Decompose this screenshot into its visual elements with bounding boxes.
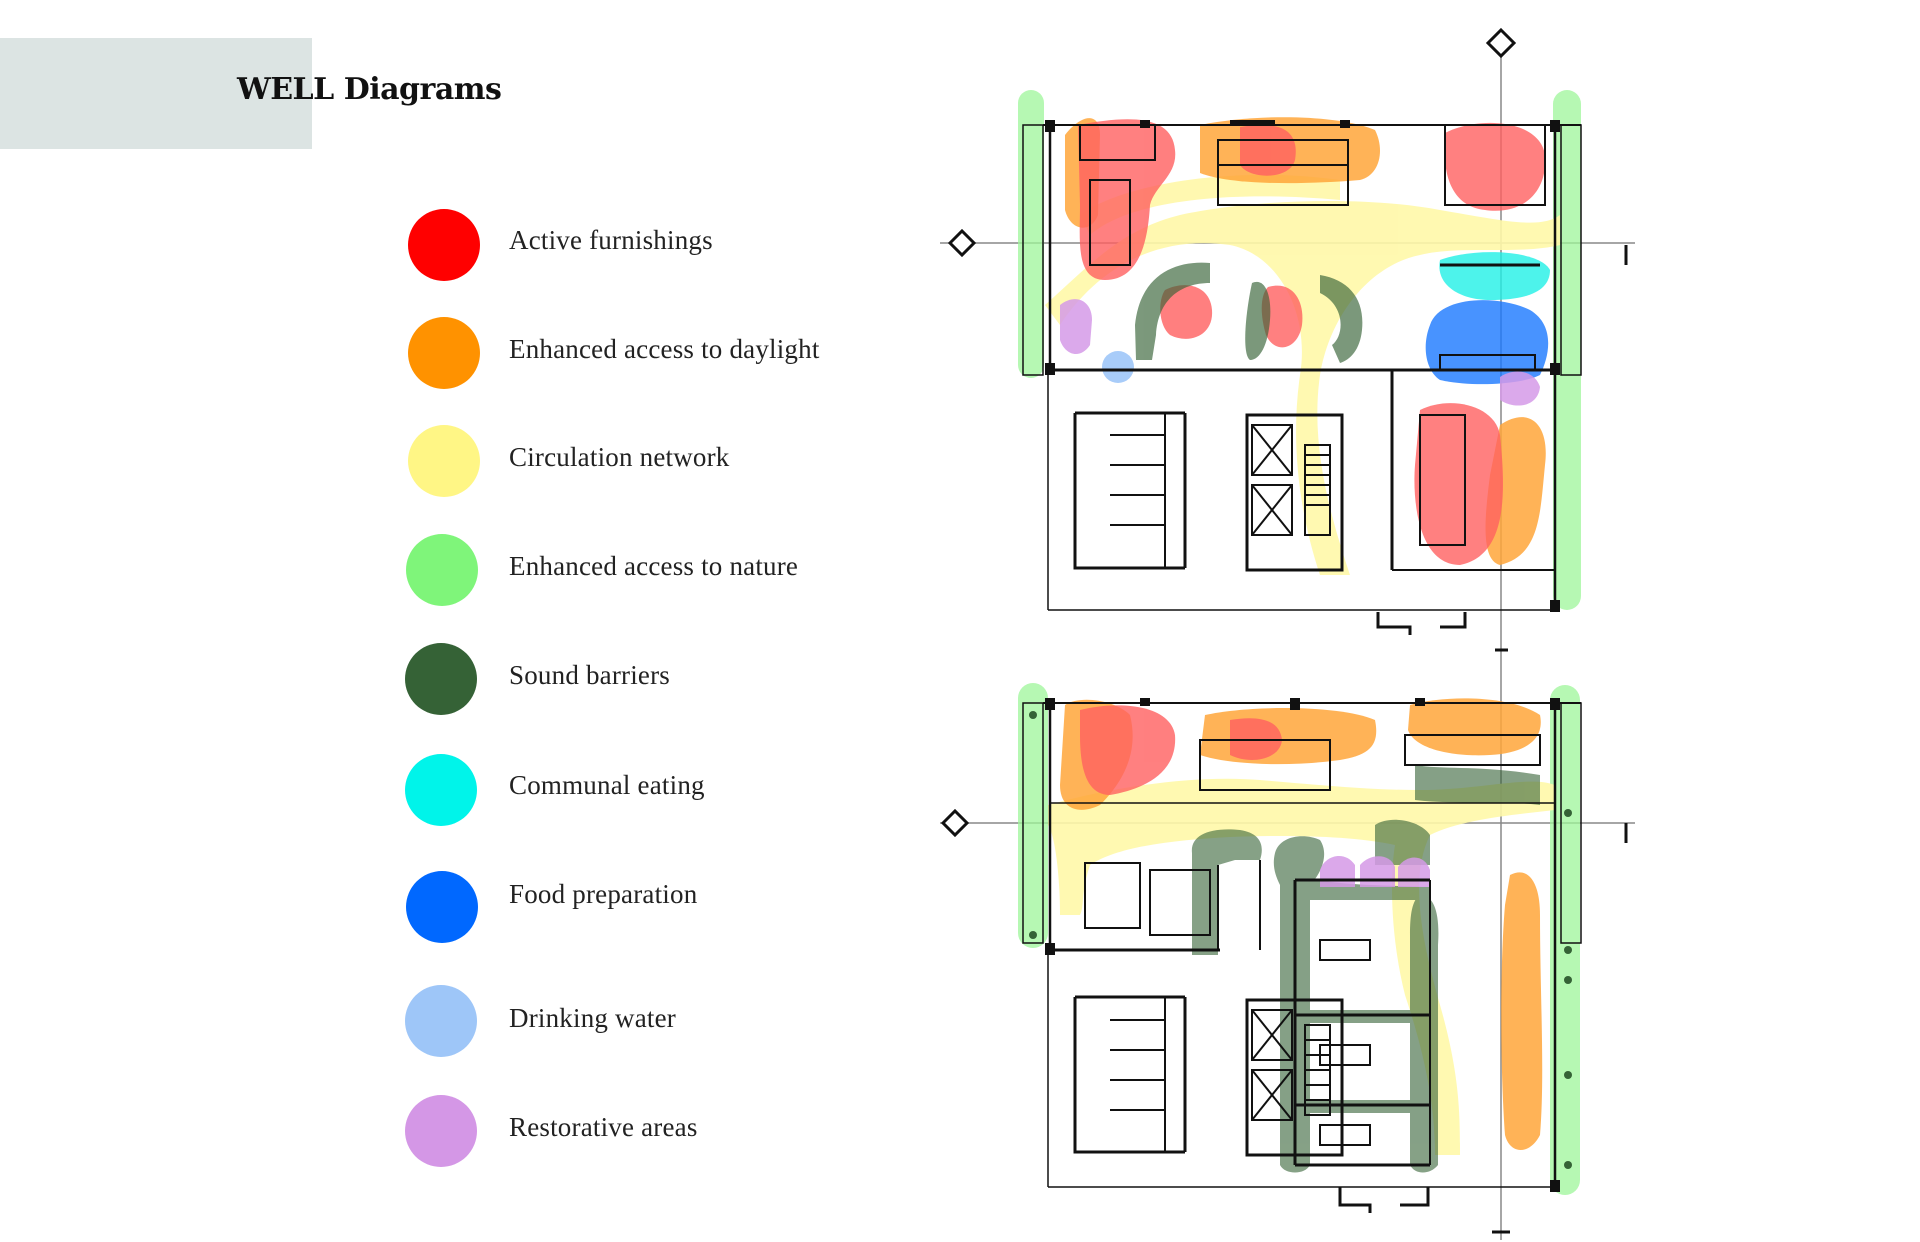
zone-drinking-water-upper: [1102, 351, 1134, 383]
legend-swatch: [405, 643, 477, 715]
legend-swatch: [408, 209, 480, 281]
legend-label: Restorative areas: [509, 1112, 698, 1142]
zone-nature-lower: [1018, 683, 1580, 1195]
legend-swatch: [405, 754, 477, 826]
legend-label: Communal eating: [509, 770, 705, 800]
legend-label: Drinking water: [509, 1003, 677, 1033]
floor-plans: [940, 27, 1635, 1240]
floor-plan-upper: [1018, 90, 1582, 635]
legend-swatch: [406, 871, 478, 943]
section-marker-icon: [940, 27, 1628, 1234]
zone-restorative-upper: [1060, 299, 1540, 406]
zone-sound-barriers-upper: [1135, 262, 1363, 363]
upper-columns: [1045, 120, 1560, 612]
legend-swatch: [406, 534, 478, 606]
floor-plan-lower: [1018, 683, 1582, 1213]
legend-swatch: [405, 985, 477, 1057]
zone-restorative-lower: [1320, 855, 1430, 887]
legend-swatch: [408, 425, 480, 497]
lower-columns: [1045, 698, 1560, 1192]
legend-label: Active furnishings: [509, 225, 713, 255]
title-block: [0, 38, 312, 149]
plant-icon: [1029, 711, 1572, 1169]
legend-label: Enhanced access to nature: [509, 551, 799, 581]
lower-walls: [1022, 702, 1582, 1213]
legend-label: Enhanced access to daylight: [509, 334, 820, 364]
legend-label: Circulation network: [509, 442, 730, 472]
page-title: WELL Diagrams: [237, 72, 502, 107]
legend-swatch: [408, 317, 480, 389]
zone-communal-eating-upper: [1439, 252, 1550, 300]
zone-food-preparation-upper: [1425, 300, 1549, 385]
legend-label: Sound barriers: [509, 660, 671, 690]
legend-label: Food preparation: [509, 879, 698, 909]
legend-swatch: [405, 1095, 477, 1167]
